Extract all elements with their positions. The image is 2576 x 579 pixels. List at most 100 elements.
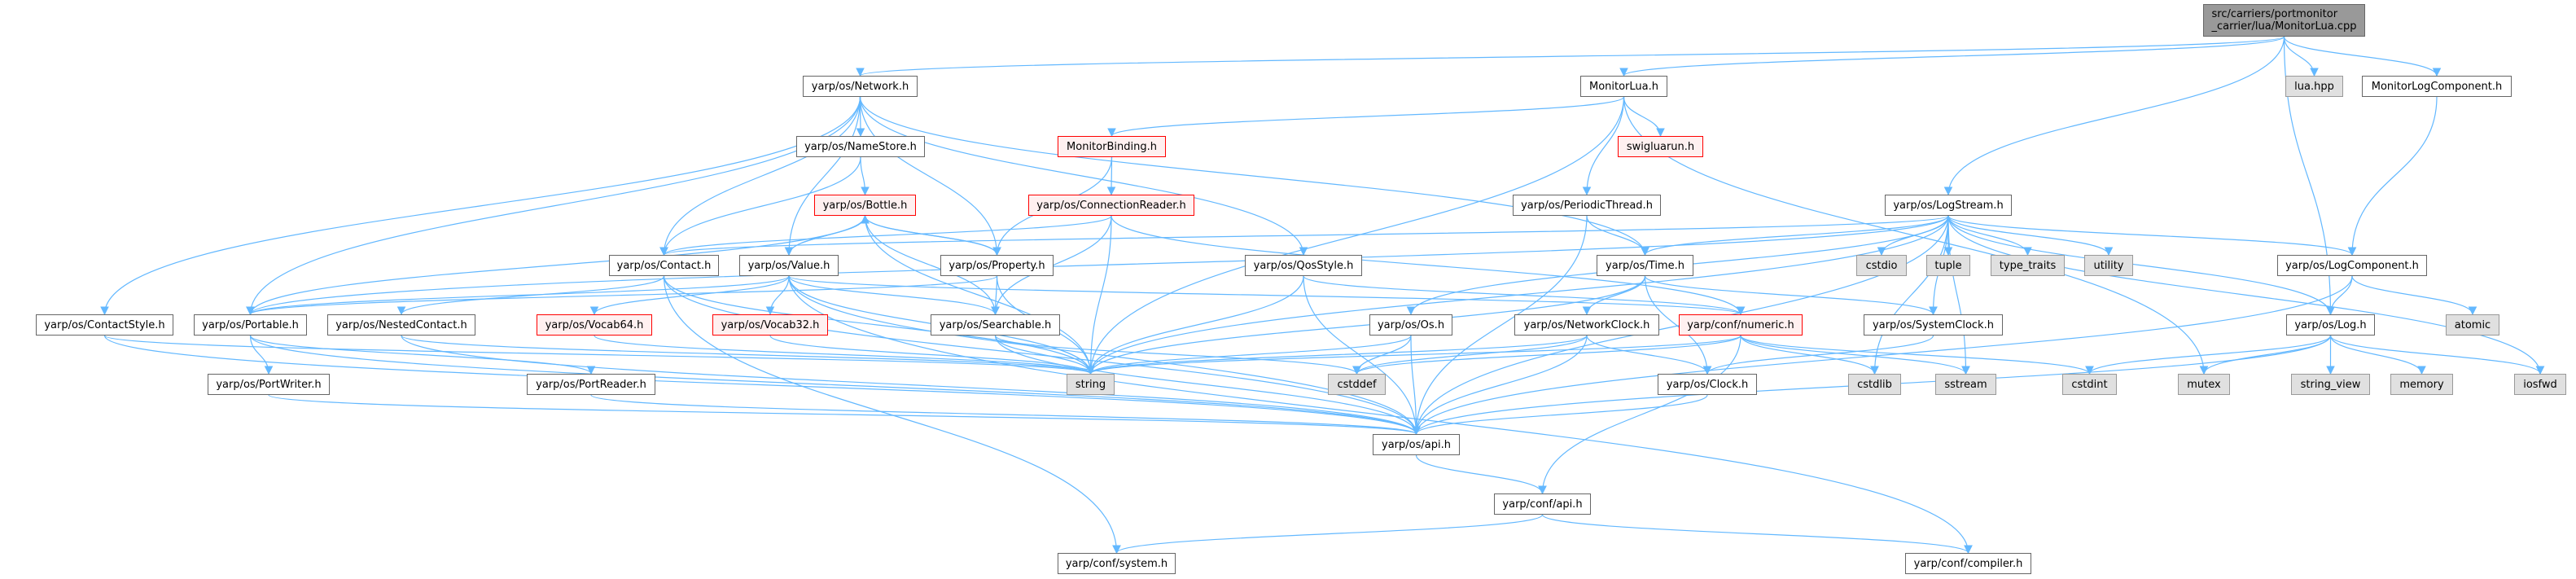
node-cstdlib: cstdlib bbox=[1848, 374, 1901, 395]
node-system[interactable]: yarp/conf/system.h bbox=[1058, 553, 1176, 574]
edge-log-to-iosfwd bbox=[2329, 335, 2545, 375]
edge-osapi-to-confapi bbox=[1415, 454, 1547, 495]
edge-qos-to-string bbox=[1086, 275, 1304, 375]
edge-contact-to-osapi bbox=[663, 275, 1421, 436]
node-value[interactable]: yarp/os/Value.h bbox=[739, 255, 839, 276]
node-vocab64[interactable]: yarp/os/Vocab64.h bbox=[537, 314, 652, 336]
edge-logstream-to-typetraits bbox=[1947, 215, 2032, 257]
node-namestore[interactable]: yarp/os/NameStore.h bbox=[796, 136, 925, 157]
edge-value-to-vocab32 bbox=[765, 275, 790, 316]
node-contactstyle[interactable]: yarp/os/ContactStyle.h bbox=[36, 314, 173, 336]
node-luahpp: lua.hpp bbox=[2285, 76, 2343, 97]
edge-vocab64-to-string bbox=[594, 335, 1095, 375]
edge-property-to-portable bbox=[246, 275, 998, 316]
edge-logstream-to-portable bbox=[246, 215, 1949, 316]
edge-contactstyle-to-string bbox=[103, 335, 1095, 375]
edge-monitorlua-to-swig bbox=[1623, 96, 1665, 138]
edge-contact-to-system bbox=[663, 275, 1121, 555]
node-cpp[interactable]: src/carriers/portmonitor _carrier/lua/Mo… bbox=[2203, 4, 2365, 37]
edge-portable-to-osapi bbox=[249, 335, 1421, 436]
node-utility: utility bbox=[2084, 255, 2133, 276]
edge-value-to-bottle bbox=[788, 214, 870, 256]
node-os[interactable]: yarp/os/Os.h bbox=[1369, 314, 1452, 336]
edge-logstream-to-time bbox=[1641, 215, 1949, 257]
edge-log-to-memory bbox=[2329, 335, 2426, 375]
node-periodic[interactable]: yarp/os/PeriodicThread.h bbox=[1513, 195, 1661, 216]
edge-cpp-to-monitorlua bbox=[1619, 36, 2285, 77]
edge-network-to-contactstyle bbox=[100, 96, 861, 316]
edge-network-to-contact bbox=[659, 96, 861, 257]
edge-monlogcomp-to-logcomp bbox=[2347, 96, 2438, 257]
edge-portwriter-to-osapi bbox=[268, 394, 1421, 436]
node-numeric[interactable]: yarp/conf/numeric.h bbox=[1679, 314, 1803, 336]
node-qos[interactable]: yarp/os/QosStyle.h bbox=[1245, 255, 1362, 276]
edge-network-to-time bbox=[859, 96, 1649, 257]
edge-logstream-to-string bbox=[1086, 215, 1949, 375]
edge-value-to-searchable bbox=[788, 275, 1000, 316]
node-clock[interactable]: yarp/os/Clock.h bbox=[1658, 374, 1757, 395]
edge-contactstyle-to-osapi bbox=[103, 335, 1421, 436]
edge-monitorlua-to-monbinding bbox=[1107, 96, 1625, 138]
edge-qos-to-numeric bbox=[1303, 275, 1746, 316]
edge-os-to-osapi bbox=[1410, 335, 1421, 436]
node-connreader[interactable]: yarp/os/ConnectionReader.h bbox=[1028, 195, 1194, 216]
edge-logstream-to-utility bbox=[1947, 215, 2114, 257]
edge-namestore-to-contact bbox=[659, 156, 861, 257]
edge-cpp-to-luahpp bbox=[2283, 36, 2319, 77]
edge-netclock-to-string bbox=[1086, 335, 1588, 375]
node-sysclock[interactable]: yarp/os/SystemClock.h bbox=[1864, 314, 2003, 336]
edge-periodic-to-osapi bbox=[1412, 215, 1588, 436]
node-compiler[interactable]: yarp/conf/compiler.h bbox=[1905, 553, 2031, 574]
node-netclock[interactable]: yarp/os/NetworkClock.h bbox=[1514, 314, 1659, 336]
node-atomic: atomic bbox=[2446, 314, 2499, 336]
edge-netclock-to-osapi bbox=[1412, 335, 1588, 436]
edge-numeric-to-sstream bbox=[1740, 335, 1970, 375]
node-vocab32[interactable]: yarp/os/Vocab32.h bbox=[712, 314, 828, 336]
node-portwriter[interactable]: yarp/os/PortWriter.h bbox=[208, 374, 330, 395]
edge-os-to-string bbox=[1086, 335, 1412, 375]
edge-connreader-to-string bbox=[1086, 215, 1112, 375]
edge-monitorlua-to-periodic bbox=[1582, 96, 1625, 196]
node-nested[interactable]: yarp/os/NestedContact.h bbox=[327, 314, 475, 336]
node-typetraits: type_traits bbox=[1991, 255, 2065, 276]
edge-numeric-to-cstdint bbox=[1740, 335, 2094, 375]
node-monbinding[interactable]: MonitorBinding.h bbox=[1058, 136, 1166, 157]
node-network[interactable]: yarp/os/Network.h bbox=[803, 76, 918, 97]
node-portable[interactable]: yarp/os/Portable.h bbox=[194, 314, 307, 336]
node-time[interactable]: yarp/os/Time.h bbox=[1597, 255, 1693, 276]
edge-network-to-property bbox=[859, 96, 1001, 257]
edge-value-to-numeric bbox=[788, 275, 1745, 316]
node-monlogcomp[interactable]: MonitorLogComponent.h bbox=[2362, 76, 2512, 97]
node-logstream[interactable]: yarp/os/LogStream.h bbox=[1885, 195, 2012, 216]
edge-connreader-to-numeric bbox=[1111, 215, 1746, 316]
node-monitorlua[interactable]: MonitorLua.h bbox=[1580, 76, 1667, 97]
edge-nested-to-osapi bbox=[401, 335, 1421, 436]
node-confapi[interactable]: yarp/conf/api.h bbox=[1494, 493, 1591, 515]
node-tuple: tuple bbox=[1926, 255, 1970, 276]
node-contact[interactable]: yarp/os/Contact.h bbox=[609, 255, 719, 276]
node-string: string bbox=[1067, 374, 1115, 395]
node-log[interactable]: yarp/os/Log.h bbox=[2286, 314, 2375, 336]
edge-netclock-to-cstddef bbox=[1352, 335, 1588, 375]
edge-bottle-to-string bbox=[864, 215, 1095, 375]
node-iosfwd: iosfwd bbox=[2514, 374, 2566, 395]
node-mutex: mutex bbox=[2178, 374, 2230, 395]
node-logcomp[interactable]: yarp/os/LogComponent.h bbox=[2277, 255, 2427, 276]
node-searchable[interactable]: yarp/os/Searchable.h bbox=[931, 314, 1060, 336]
edge-monitorlua-to-string bbox=[1086, 96, 1625, 375]
edge-confapi-to-system bbox=[1112, 514, 1544, 555]
node-osapi[interactable]: yarp/os/api.h bbox=[1373, 434, 1460, 455]
edge-cpp-to-monlogcomp bbox=[2283, 36, 2442, 77]
edge-sysclock-to-clock bbox=[1702, 335, 1934, 375]
edge-netclock-to-clock bbox=[1586, 335, 1712, 375]
edge-numeric-to-confapi bbox=[1538, 335, 1741, 495]
edge-time-to-clock bbox=[1644, 275, 1712, 375]
edge-value-to-compiler bbox=[788, 275, 1973, 555]
node-portreader[interactable]: yarp/os/PortReader.h bbox=[527, 374, 655, 395]
node-bottle[interactable]: yarp/os/Bottle.h bbox=[814, 195, 916, 216]
node-swig[interactable]: swigluarun.h bbox=[1618, 136, 1703, 157]
node-property[interactable]: yarp/os/Property.h bbox=[940, 255, 1054, 276]
edge-logstream-to-log bbox=[1947, 215, 2335, 316]
edge-clock-to-osapi bbox=[1412, 394, 1708, 436]
edge-portable-to-portwriter bbox=[249, 335, 274, 375]
